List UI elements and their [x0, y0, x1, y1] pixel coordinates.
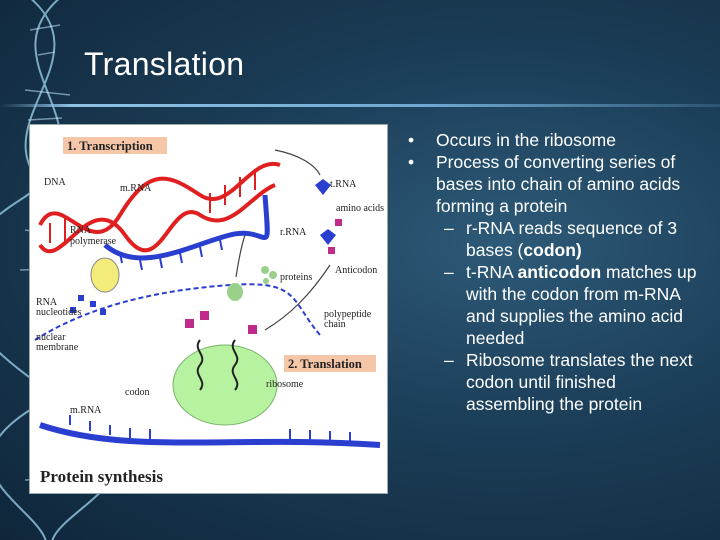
small-subunit	[227, 283, 243, 301]
sub-bullet-text: r-RNA reads sequence of 3 bases (	[466, 218, 678, 260]
label-polypeptide-1: polypeptide	[324, 309, 372, 320]
protein-synthesis-figure: 1. Transcription 2. Translation	[29, 124, 388, 494]
label-codon: codon	[125, 387, 149, 398]
label-mrna-bottom: m.RNA	[70, 405, 102, 416]
label-ribosome: ribosome	[266, 379, 304, 390]
label-trna: t.RNA	[330, 179, 357, 190]
figure-caption: Protein synthesis	[40, 467, 163, 486]
translation-label-box	[284, 355, 376, 372]
transcription-label: 1. Transcription	[67, 139, 153, 153]
label-rna-polymerase-1: RNA	[70, 225, 92, 236]
trna-on-ribosome	[196, 339, 239, 391]
label-dna: DNA	[44, 177, 66, 188]
sub-bullet-text: t-RNA	[466, 262, 518, 282]
sub-bullet-item: – r-RNA reads sequence of 3 bases (codon…	[408, 217, 708, 261]
sub-bullet-dash: –	[444, 262, 454, 282]
label-nuclear-membrane-2: membrane	[36, 342, 79, 353]
bullet-text: Process of converting series of bases in…	[436, 152, 681, 216]
label-rna-nucleotides-1: RNA	[36, 297, 58, 308]
mrna-strand-bottom	[39, 422, 381, 448]
mrna-strand-top	[103, 194, 270, 261]
sub-bullet-item: – Ribosome translates the next codon unt…	[408, 349, 708, 415]
label-amino-acids: amino acids	[336, 203, 384, 214]
dna-strand	[38, 161, 281, 254]
transcription-label-box	[63, 137, 167, 154]
polypeptide-chain	[185, 311, 257, 334]
rrna-proteins	[261, 266, 277, 284]
sub-bullet-dash: –	[444, 218, 454, 238]
sub-bullet-dash: –	[444, 350, 454, 370]
label-nuclear-membrane-1: nuclear	[36, 332, 66, 343]
sub-bullet-text: Ribosome translates the next codon until…	[466, 350, 693, 414]
title-underline	[0, 104, 720, 107]
label-proteins: proteins	[280, 272, 312, 283]
bullet-item: • Occurs in the ribosome	[408, 129, 708, 151]
ribosome	[172, 344, 278, 426]
label-polypeptide-2: chain	[324, 319, 346, 330]
sub-bullet-text-cont: matches up with the codon from m-RNA and…	[466, 262, 697, 348]
sub-bullet-bold: anticodon	[517, 262, 602, 282]
slide-title: Translation	[84, 46, 245, 82]
label-rna-polymerase-2: polymerase	[70, 236, 117, 247]
bullet-text: Occurs in the ribosome	[436, 130, 616, 150]
label-rrna: r.RNA	[280, 227, 307, 238]
sub-bullet-item: – t-RNA anticodon matches up with the co…	[408, 261, 708, 349]
label-mrna-top: m.RNA	[120, 183, 152, 194]
translation-label: 2. Translation	[288, 357, 362, 371]
bullet-list: • Occurs in the ribosome • Process of co…	[408, 129, 708, 415]
label-anticodon: Anticodon	[335, 265, 377, 276]
label-rna-nucleotides-2: nucleotides	[36, 307, 82, 318]
trna-molecules	[315, 179, 342, 254]
bullet-dot: •	[408, 152, 415, 172]
bullet-dot: •	[408, 130, 415, 150]
bullet-item: • Process of converting series of bases …	[408, 151, 708, 217]
rna-nucleotides	[70, 295, 106, 315]
sub-bullet-bold: codon)	[523, 240, 582, 260]
rna-polymerase	[90, 257, 120, 293]
